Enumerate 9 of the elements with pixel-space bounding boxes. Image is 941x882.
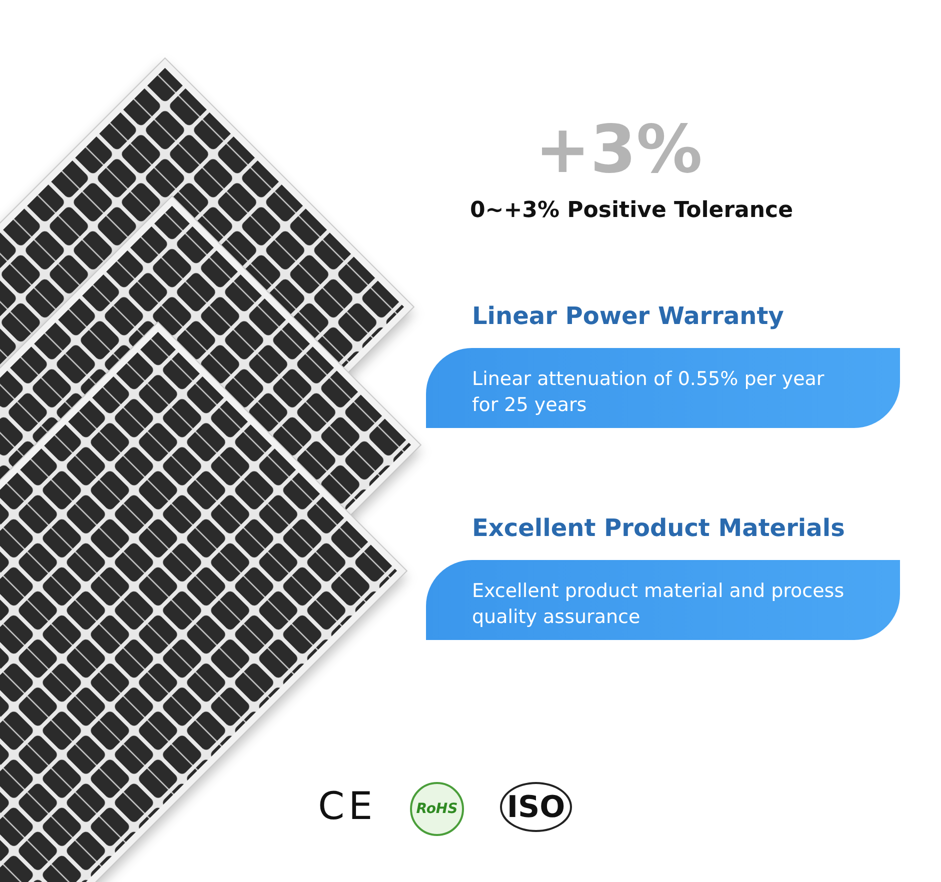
- background-text: +3%: [535, 112, 702, 188]
- ce-mark: CE: [318, 784, 377, 828]
- heading-text: 0~+3% Positive Tolerance: [470, 198, 794, 223]
- description-text: Excellent product material and process quality assurance: [472, 579, 846, 630]
- description-text: Linear attenuation of 0.55% per year for 25 years: [472, 367, 826, 418]
- section-heading: Excellent Product Materials: [472, 514, 845, 542]
- section-heading: Linear Power Warranty: [472, 302, 784, 330]
- iso-globe-mark: ISO: [500, 782, 572, 832]
- rohs-leaf-mark: RoHS: [410, 782, 464, 836]
